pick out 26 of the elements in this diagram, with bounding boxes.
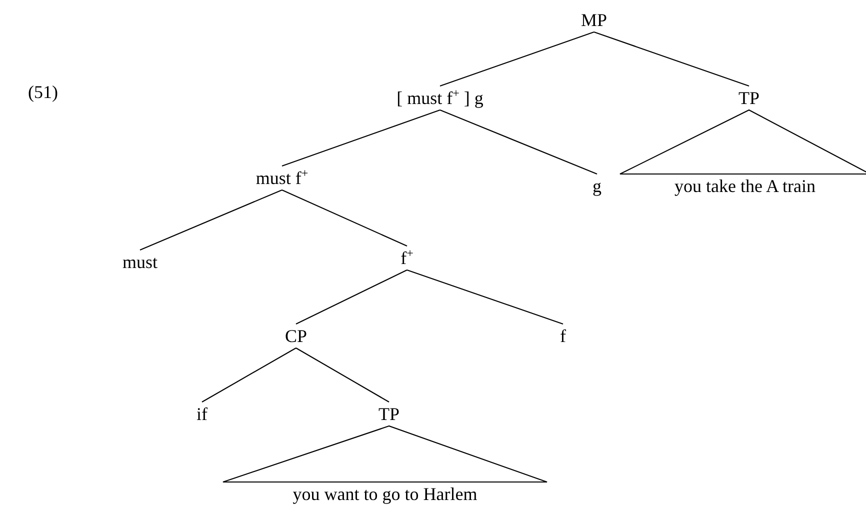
tree-node-label: you take the A train	[674, 176, 816, 196]
tree-branch	[296, 270, 408, 324]
example-number: (51)	[28, 82, 58, 102]
tree-node-label: f$^{+}$	[400, 248, 414, 268]
tree-branch	[440, 110, 598, 174]
tree-node-label: f	[560, 326, 566, 346]
tree-node-label: CP	[284, 326, 308, 346]
tree-node-label: TP	[378, 404, 400, 424]
tree-node-label: if	[196, 404, 208, 424]
tree-node-label: [ must f$^{+}$ ] g	[396, 88, 484, 108]
tree-branch	[594, 31, 750, 87]
tree-branch	[202, 348, 296, 402]
tree-node-label: g	[592, 176, 602, 196]
tree-branch	[282, 109, 440, 167]
tree-node-label: must	[122, 252, 158, 272]
tree-branch	[140, 190, 282, 250]
constituent-triangle	[222, 425, 548, 483]
tree-node-label: must f$^{+}$	[256, 168, 308, 188]
tree-branch	[406, 269, 564, 325]
tree-branch	[296, 348, 390, 402]
tree-node-label: TP	[738, 88, 760, 108]
tree-branch	[440, 31, 594, 87]
tree-node-label: MP	[581, 10, 607, 30]
tree-branch	[282, 190, 408, 246]
constituent-triangle	[619, 109, 866, 175]
tree-node-label: you want to go to Harlem	[292, 484, 478, 504]
